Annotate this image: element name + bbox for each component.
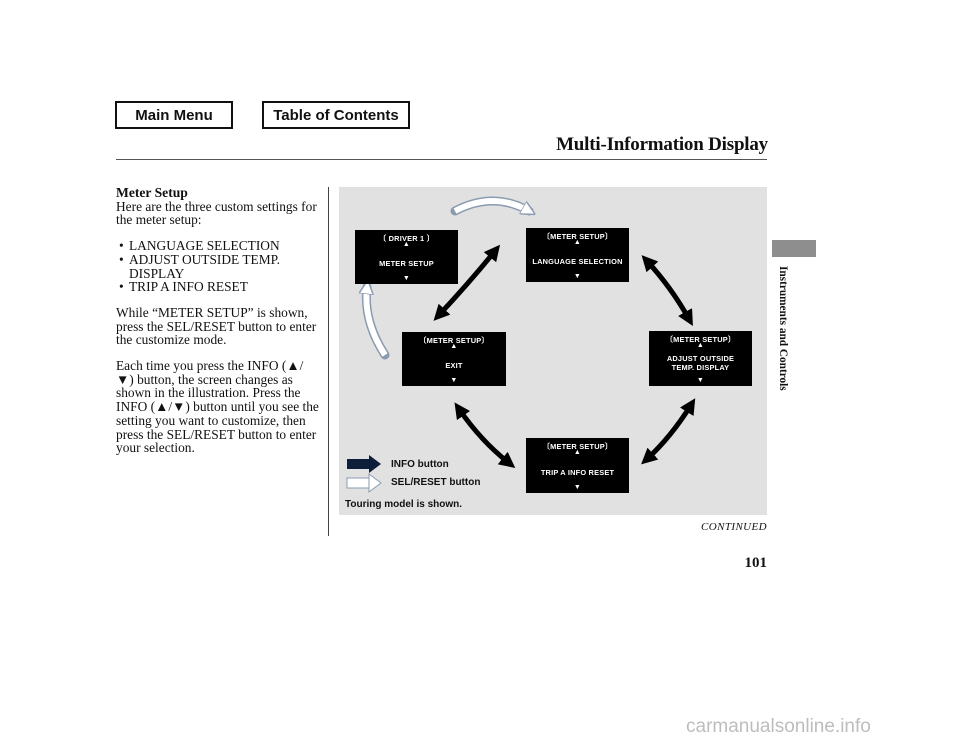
screen-language-selection: 〔METER SETUP〕 ▲ LANGUAGE SELECTION ▼ [526, 228, 629, 282]
list-item: ADJUST OUTSIDE TEMP. DISPLAY [116, 252, 321, 280]
screen-text: METER SETUP [379, 259, 434, 268]
continued-label: CONTINUED [701, 521, 767, 533]
screen-text: LANGUAGE SELECTION [532, 257, 623, 266]
table-of-contents-button[interactable]: Table of Contents [262, 101, 410, 129]
screen-exit: 〔METER SETUP〕 ▲ EXIT ▼ [402, 332, 506, 386]
settings-list: LANGUAGE SELECTION ADJUST OUTSIDE TEMP. … [116, 239, 321, 294]
sel-reset-arrow-left [366, 287, 390, 360]
slash: / [168, 399, 173, 415]
chapter-tab [772, 240, 816, 257]
screen-driver-meter-setup: 〔 DRIVER 1 〕 ▲ METER SETUP ▼ [355, 230, 458, 284]
info-arrow-lower-left [454, 402, 516, 468]
screen-header: 〔METER SETUP〕 [665, 335, 736, 344]
legend-sel-arrow-icon [346, 473, 382, 493]
screen-text: TRIP A INFO RESET [540, 468, 615, 477]
chapter-label: Instruments and Controls [777, 266, 789, 391]
up-arrow-icon: ▲ [573, 449, 582, 456]
watermark: carmanualsonline.info [686, 716, 871, 737]
list-item: LANGUAGE SELECTION [116, 239, 321, 253]
down-arrow-icon: ▼ [573, 484, 582, 491]
para-text: ) button until you see the setting you w… [116, 399, 319, 456]
screen-header: 〔 DRIVER 1 〕 [378, 234, 435, 243]
screen-text: ADJUST OUTSIDE TEMP. DISPLAY [649, 354, 752, 372]
down-arrow-icon: ▼ [450, 377, 458, 384]
up-arrow-icon: ▲ [450, 343, 458, 350]
cycle-arrows [346, 196, 696, 493]
main-menu-button[interactable]: Main Menu [115, 101, 233, 129]
figure-caption: Touring model is shown. [345, 499, 463, 510]
info-arrow-upper-left [433, 244, 501, 321]
legend-sel-label: SEL/RESET button [391, 477, 481, 488]
sel-reset-arrow-top [450, 196, 529, 216]
screen-header: 〔METER SETUP〕 [542, 442, 613, 451]
down-arrow-icon: ▼ [696, 377, 705, 384]
screen-text-line: TEMP. DISPLAY [671, 363, 730, 372]
body-text: Meter Setup Here are the three custom se… [116, 186, 321, 455]
up-arrow-icon: ▲ [402, 241, 411, 248]
down-arrow-icon: ▼ [172, 399, 186, 415]
up-arrow-icon: ▲ [696, 342, 705, 349]
screen-text: EXIT [445, 361, 463, 370]
screen-header: 〔METER SETUP〕 [419, 336, 489, 345]
column-divider [328, 187, 329, 536]
slash: / [299, 358, 304, 374]
down-arrow-icon: ▼ [573, 273, 582, 280]
header-divider [116, 159, 767, 160]
up-arrow-icon: ▲ [155, 399, 169, 415]
info-arrow-upper-right [641, 255, 693, 326]
screen-header: 〔METER SETUP〕 [542, 232, 613, 241]
down-arrow-icon: ▼ [402, 275, 411, 282]
legend-info-arrow-icon [347, 455, 381, 473]
list-item: TRIP A INFO RESET [116, 280, 321, 294]
info-arrow-lower-right [641, 398, 696, 465]
intro-paragraph: Here are the three custom settings for t… [116, 198, 317, 228]
page-number: 101 [744, 555, 768, 571]
paragraph-customize: While “METER SETUP” is shown, press the … [116, 304, 317, 348]
screen-trip-a-info-reset: 〔METER SETUP〕 ▲ TRIP A INFO RESET ▼ [526, 438, 629, 493]
down-arrow-icon: ▼ [116, 371, 130, 387]
screen-text-line: ADJUST OUTSIDE [666, 354, 735, 363]
screen-adjust-outside-temp: 〔METER SETUP〕 ▲ ADJUST OUTSIDE TEMP. DIS… [649, 331, 752, 386]
paragraph-info-button: Each time you press the INFO (▲/▼) butto… [116, 359, 321, 455]
section-title: Multi-Information Display [556, 134, 768, 155]
legend-info-label: INFO button [391, 459, 449, 470]
up-arrow-icon: ▲ [573, 239, 582, 246]
para-text: ) button, the screen changes as shown in… [116, 371, 301, 415]
up-arrow-icon: ▲ [286, 358, 300, 374]
subheading: Meter Setup [116, 185, 188, 200]
meter-setup-illustration: 〔 DRIVER 1 〕 ▲ METER SETUP ▼ 〔METER SETU… [339, 187, 767, 515]
para-text: Each time you press the INFO ( [116, 358, 287, 374]
